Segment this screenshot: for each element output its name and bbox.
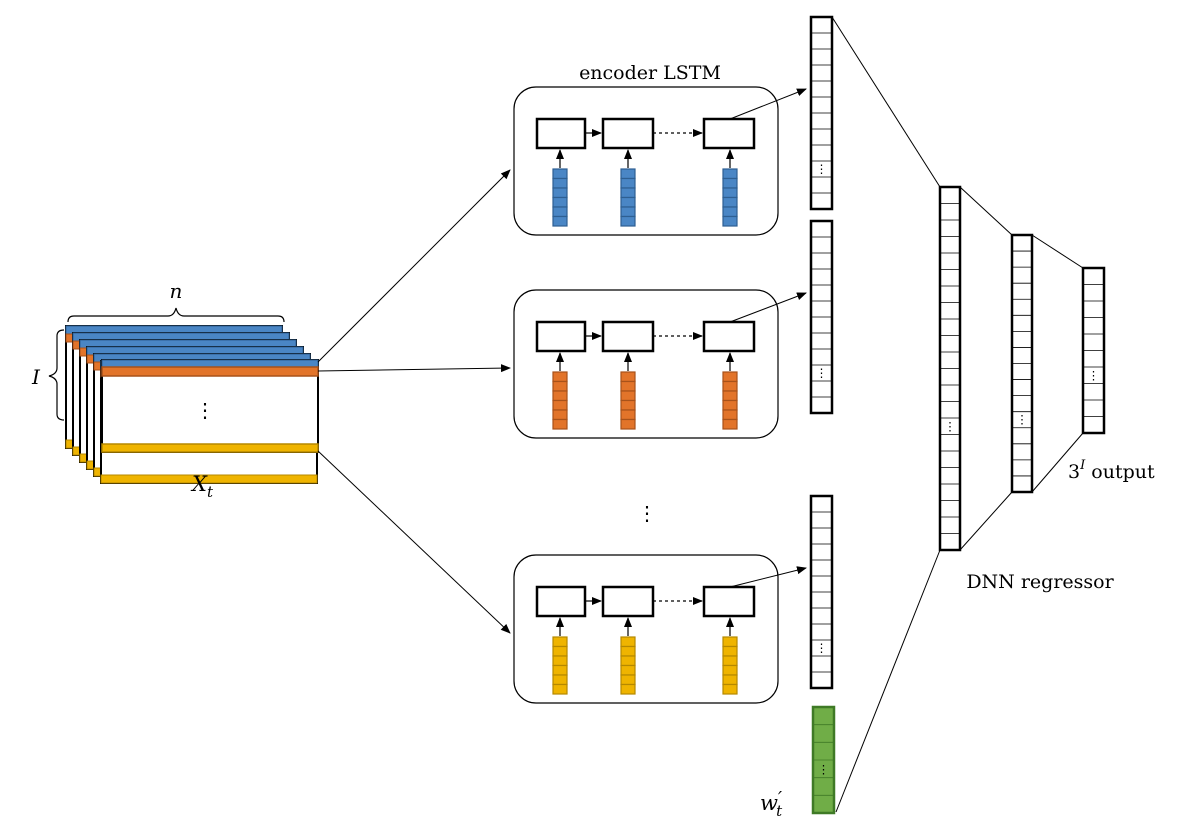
dnn-layer-1: ⋮ [938,185,962,552]
I-brace [48,329,65,421]
input-vector [722,149,738,227]
input-vector [620,617,636,695]
n-brace [67,307,285,323]
output-arrow [729,292,807,323]
arrow-to-encoder-1 [317,169,511,363]
dnn-output-layer: ⋮ [1081,266,1106,435]
input-tensor-stack [65,325,319,484]
lstm-cell [601,320,655,353]
column-dots: ⋮ [816,641,828,655]
stack-vertical-dots: ⋮ [195,398,215,422]
dnn-connection-lines [831,16,1084,813]
encoder-block-3 [513,554,807,704]
input-vector [620,149,636,227]
output-arrow [729,566,807,588]
lstm-cell [702,320,756,353]
input-vector [552,352,568,430]
column-dots: ⋮ [1016,413,1028,427]
encoder-block-1 [513,86,807,236]
output-label: 3I output [1068,458,1155,483]
I-label: I [31,365,41,389]
input-vector [722,352,738,430]
lstm-cell [601,585,655,618]
dnn-regressor-label: DNN regressor [966,571,1114,593]
embedding-vector-1: ⋮ [809,15,834,211]
encoder-lstm-title: encoder LSTM [579,62,721,84]
lstm-cell [702,117,756,150]
embedding-vector-3: ⋮ [809,494,834,690]
lstm-cell [535,117,587,150]
encoder-block-2 [513,289,807,439]
column-dots: ⋮ [816,366,828,380]
input-vector [552,149,568,227]
column-dots: ⋮ [944,419,956,433]
output-arrow [729,88,807,120]
w-t-prime-vector: ⋮ [811,705,836,815]
dnn-layer-2: ⋮ [1010,233,1034,494]
input-vector [620,352,636,430]
lstm-cell [601,117,655,150]
input-vector [552,617,568,695]
w-t-prime-label: w′t [760,788,783,820]
lstm-cell [535,320,587,353]
dnn-regressor-layers: ⋮ ⋮ ⋮ [938,185,1106,552]
n-label: n [170,279,183,303]
tensor-front-slice [101,359,319,453]
input-vector [722,617,738,695]
arrow-to-encoder-3 [317,450,511,634]
column-dots: ⋮ [818,762,830,776]
embedding-vectors: ⋮ ⋮ ⋮ ⋮ [809,15,836,815]
column-dots: ⋮ [1088,368,1100,382]
X-t-label: Xt [190,472,214,501]
arrow-to-encoder-2 [317,364,511,373]
encoder-vertical-dots: ⋮ [637,501,657,525]
lstm-cell [535,585,587,618]
lstm-cell [702,585,756,618]
embedding-vector-2: ⋮ [809,219,834,415]
encoder-lstm-blocks [513,86,807,704]
column-dots: ⋮ [816,162,828,176]
